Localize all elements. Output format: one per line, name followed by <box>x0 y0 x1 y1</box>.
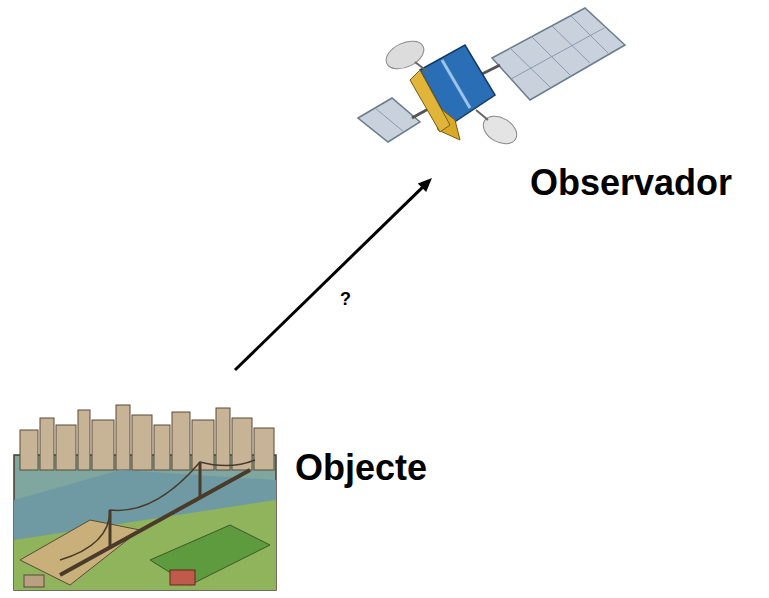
satellite-illustration <box>358 8 625 149</box>
satellite-node: Observador <box>355 5 620 155</box>
node-label: Objecte <box>295 447 427 488</box>
arrow-connector <box>235 178 432 370</box>
city-node: Objecte <box>10 400 280 592</box>
edge-label: ? <box>338 289 353 311</box>
node-label: Observador <box>530 162 732 203</box>
city-illustration <box>14 405 276 590</box>
